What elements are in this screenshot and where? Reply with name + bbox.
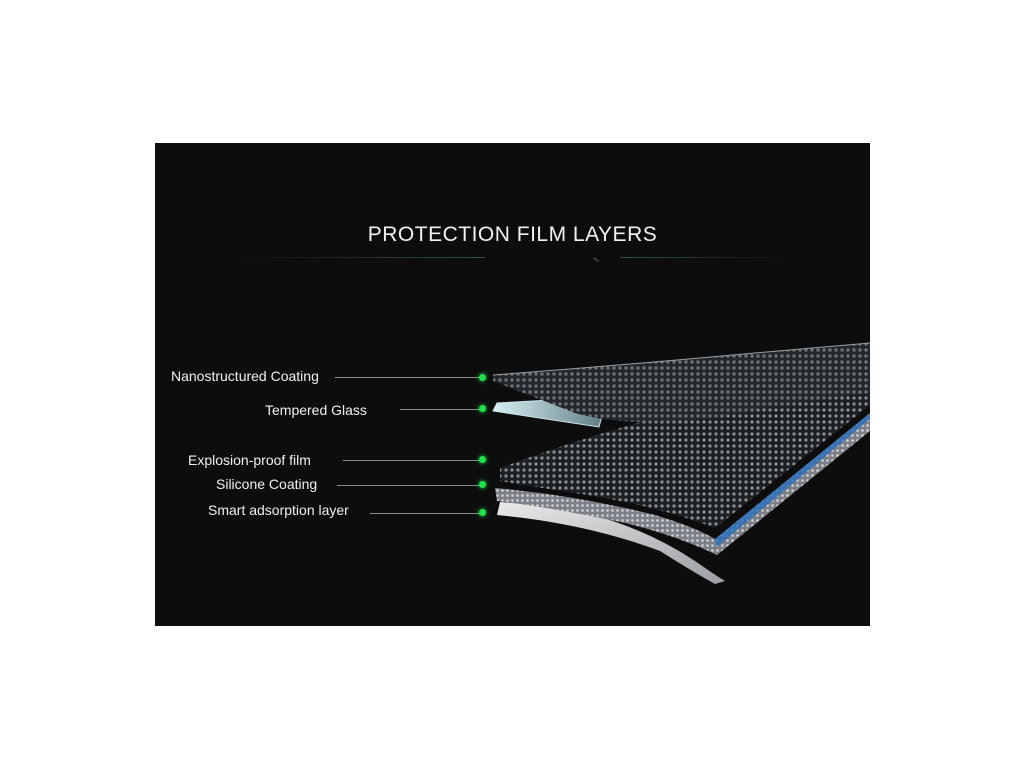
layer-label-smart-adsorption-layer: Smart adsorption layer: [208, 502, 349, 518]
diagram-panel: PROTECTION FILM LAYERS: [155, 143, 870, 626]
leader-line: [343, 460, 480, 461]
layer-label-silicone-coating: Silicone Coating: [216, 476, 318, 492]
leader-line: [335, 377, 480, 378]
marker-dot: [479, 456, 486, 463]
diagram-title: PROTECTION FILM LAYERS: [367, 223, 658, 246]
leader-line: [337, 485, 480, 486]
marker-dot: [479, 481, 486, 488]
leader-line: [370, 513, 480, 514]
layer-label-explosion-proof-film: Explosion-proof film: [188, 452, 311, 468]
marker-dot: [479, 374, 486, 381]
film-layers-illustration: [492, 342, 870, 584]
nanostructured-coating-shape: [493, 343, 870, 422]
marker-dot: [479, 405, 486, 412]
smart-adsorption-layer-shape: [497, 502, 725, 584]
layer-edge-accent: [715, 413, 870, 547]
layer-label-tempered-glass: Tempered Glass: [265, 402, 367, 418]
title-divider-left: [235, 257, 485, 258]
leader-line: [400, 409, 480, 410]
explosion-proof-film-shape: [500, 393, 870, 528]
layer-label-nanostructured-coating: Nanostructured Coating: [171, 368, 319, 384]
title-divider-right: [620, 257, 790, 258]
marker-dot: [479, 509, 486, 516]
silicone-coating-layer-shape: [495, 413, 870, 555]
